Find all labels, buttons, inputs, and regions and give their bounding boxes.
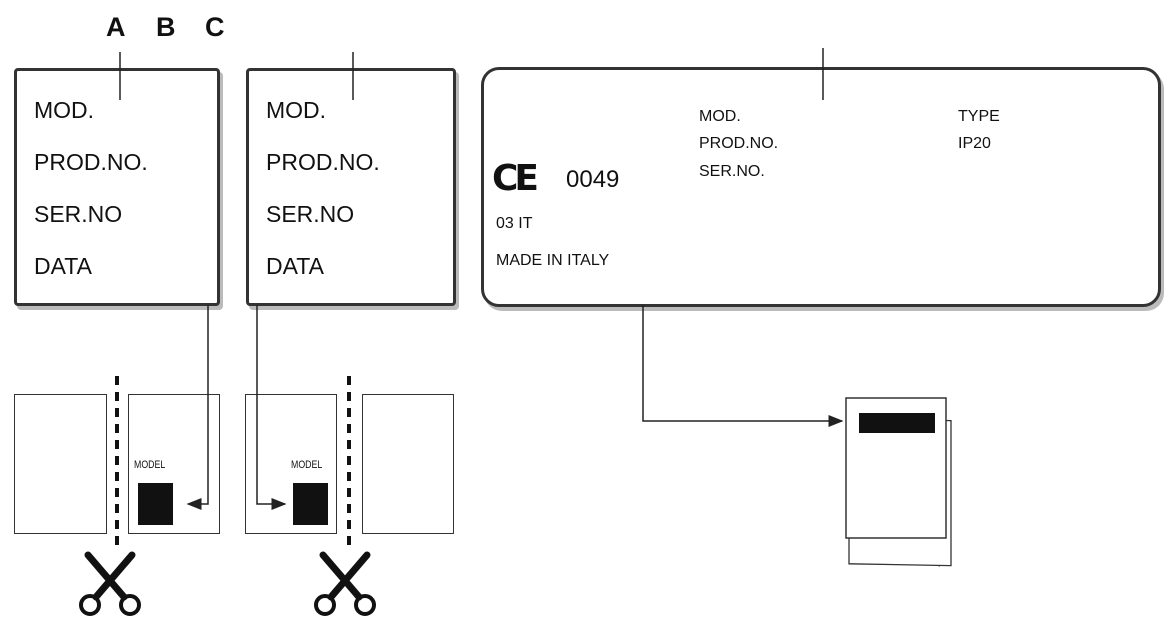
- label-field-ser-no: SER.NO: [34, 201, 123, 227]
- column-letter-c: C: [205, 12, 225, 42]
- column-letter-b: B: [156, 12, 176, 42]
- label-box-middle: MOD. PROD.NO. SER.NO DATA: [246, 68, 456, 306]
- label-field-prod-no: PROD.NO.: [34, 149, 148, 175]
- sticker-black-block: [293, 483, 328, 525]
- label-field-data: DATA: [266, 253, 324, 279]
- sticker-sheet-left-outer: [14, 394, 107, 534]
- label-field-data: DATA: [34, 253, 92, 279]
- scissors-icon: [314, 551, 376, 616]
- booklet-icon: [845, 397, 952, 567]
- label-field-ser-no: SER.NO: [266, 201, 355, 227]
- plate-field-mod: MOD.: [699, 108, 741, 125]
- sticker-sheet-left-inner: MODEL: [128, 394, 220, 534]
- label-field-mod: MOD.: [266, 97, 327, 123]
- rating-plate: CE 0049 03 IT MADE IN ITALY MOD. PROD.NO…: [481, 67, 1161, 307]
- scissors-icon: [79, 551, 141, 616]
- plate-field-ser-no: SER.NO.: [699, 163, 765, 180]
- connector-arrow-middle: [256, 305, 287, 510]
- year-country: 03 IT: [496, 215, 533, 232]
- connector-arrow-plate: [642, 305, 844, 427]
- ce-number: 0049: [566, 166, 620, 193]
- sticker-black-block: [138, 483, 173, 525]
- ce-mark: CE: [492, 158, 539, 199]
- sticker-caption: MODEL: [291, 459, 323, 471]
- plate-field-type: TYPE: [958, 108, 1000, 125]
- sticker-sheet-middle-inner: MODEL: [245, 394, 337, 534]
- plate-field-prod-no: PROD.NO.: [699, 135, 779, 152]
- connector-arrow-left: [186, 305, 209, 510]
- plate-field-ip-rating: IP20: [958, 135, 991, 152]
- sticker-sheet-middle-outer: [362, 394, 454, 534]
- label-field-mod: MOD.: [34, 97, 95, 123]
- sticker-caption: MODEL: [134, 459, 166, 471]
- label-box-left: MOD. PROD.NO. SER.NO DATA: [14, 68, 220, 306]
- made-in-text: MADE IN ITALY: [496, 252, 610, 269]
- label-field-prod-no: PROD.NO.: [266, 149, 380, 175]
- column-letter-a: A: [106, 12, 126, 42]
